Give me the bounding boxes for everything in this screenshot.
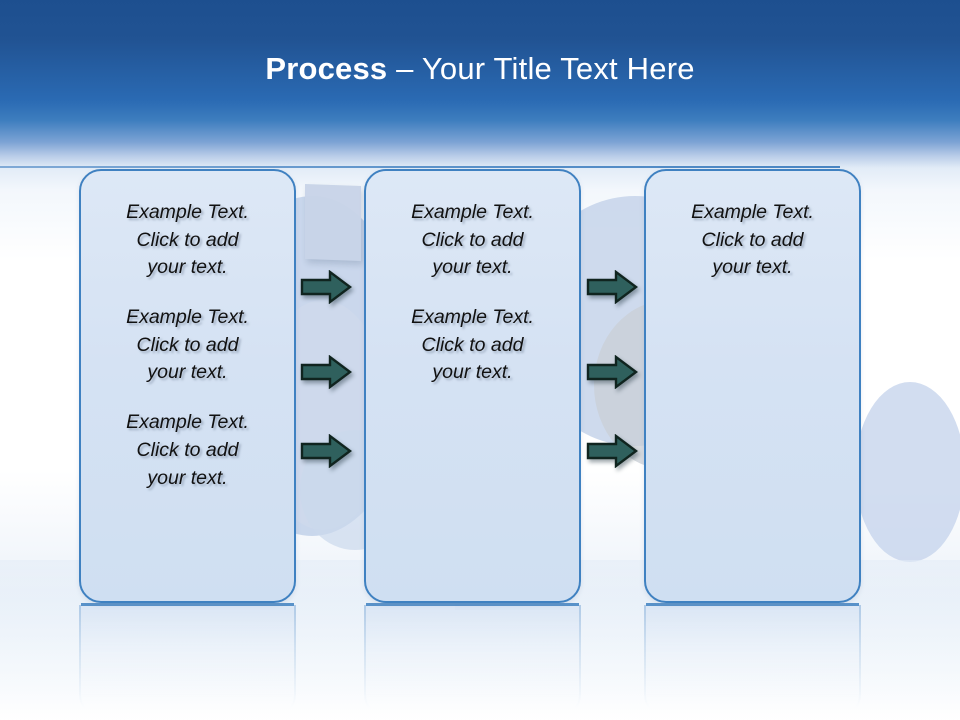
process-step-3[interactable]: Example Text. Click to add your text. [644, 169, 861, 603]
page-title-rest: – Your Title Text Here [387, 51, 695, 86]
arrow-right-2b[interactable] [586, 355, 638, 389]
arrow-right-2a[interactable] [586, 270, 638, 304]
page-title: Process – Your Title Text Here [0, 51, 960, 86]
arrow-right-1b[interactable] [300, 355, 352, 389]
process-step-3-paragraph-1[interactable]: Example Text. Click to add your text. [691, 201, 814, 279]
reflection-cap-3 [646, 603, 859, 606]
process-step-2-paragraph-2[interactable]: Example Text. Click to add your text. [411, 306, 534, 384]
arrow-right-2c[interactable] [586, 434, 638, 468]
page-title-strong: Process [265, 51, 388, 86]
header-divider-line [0, 166, 840, 168]
arrow-right-1a[interactable] [300, 270, 352, 304]
process-step-1-paragraph-1[interactable]: Example Text. Click to add your text. [126, 201, 249, 279]
arrow-right-1c[interactable] [300, 434, 352, 468]
process-step-1-paragraph-3[interactable]: Example Text. Click to add your text. [126, 411, 249, 489]
process-step-2[interactable]: Example Text. Click to add your text. Ex… [364, 169, 581, 603]
process-step-2-paragraph-1[interactable]: Example Text. Click to add your text. [411, 201, 534, 279]
reflection-cap-1 [81, 603, 294, 606]
process-step-1-paragraph-2[interactable]: Example Text. Click to add your text. [126, 306, 249, 384]
process-step-1[interactable]: Example Text. Click to add your text. Ex… [79, 169, 296, 603]
reflection-cap-2 [366, 603, 579, 606]
